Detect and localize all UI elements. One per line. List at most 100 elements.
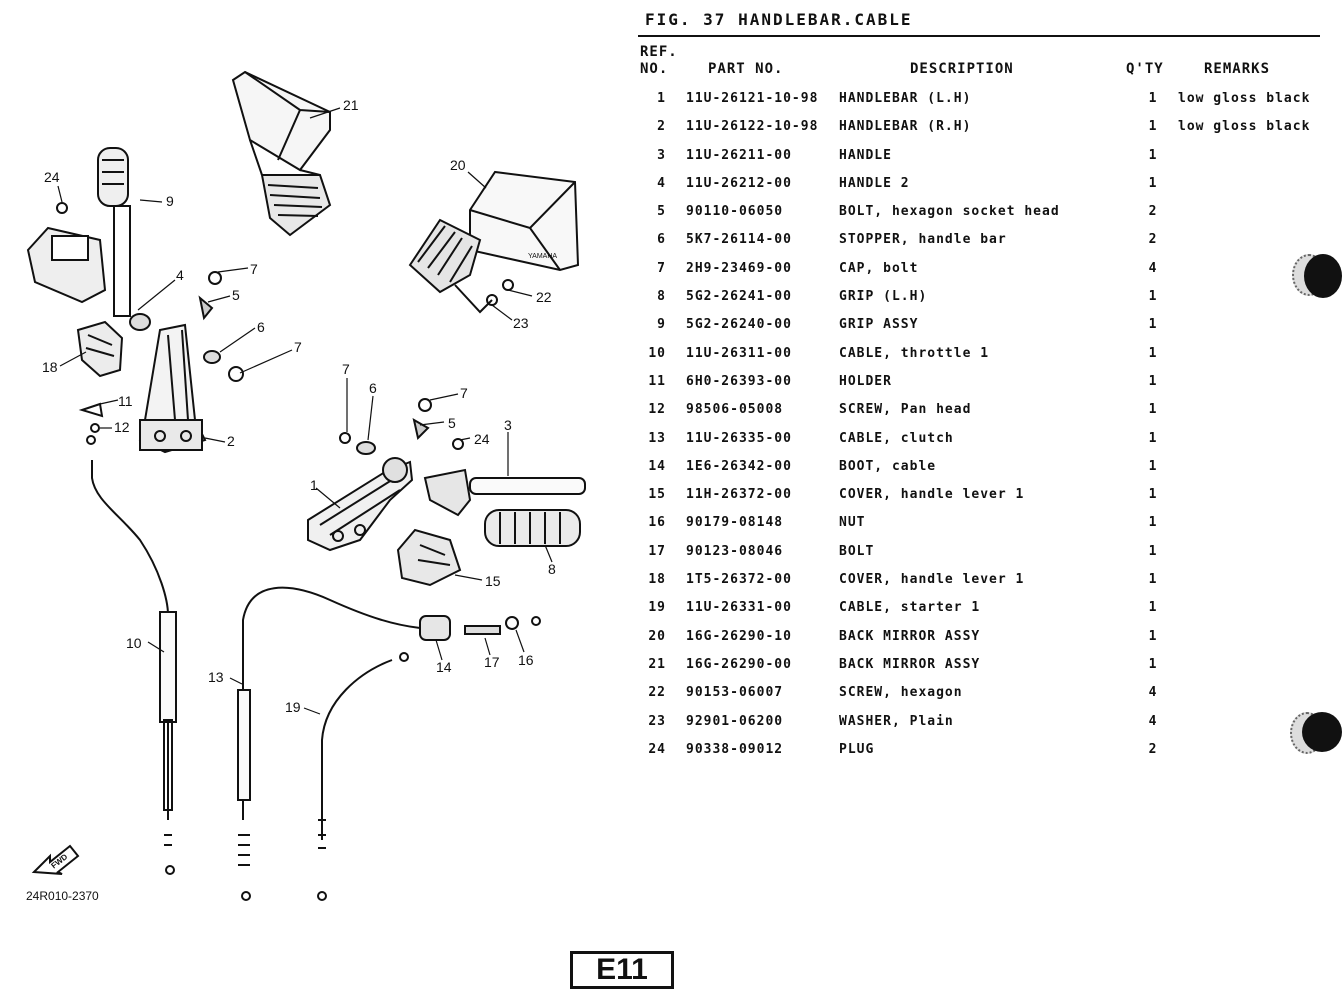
ref-no: 7	[657, 260, 666, 276]
description: COVER, handle lever 1	[839, 572, 1025, 588]
grip-assy-9-drawing	[97, 147, 151, 331]
ref-no: 5	[657, 204, 666, 220]
qty: 1	[1148, 515, 1158, 531]
fwd-arrow-icon	[31, 844, 80, 875]
ref-no: 23	[648, 713, 666, 729]
header-ref-line1: REF.	[640, 44, 678, 60]
part-no: 90153-06007	[686, 685, 784, 701]
part-no: 11U-26331-00	[686, 600, 792, 616]
callout-1: 1	[310, 477, 318, 493]
callout-7c: 7	[342, 361, 350, 377]
description: PLUG	[839, 741, 875, 757]
ref-no: 24	[648, 741, 666, 757]
description: CAP, bolt	[839, 260, 919, 276]
qty: 1	[1148, 91, 1158, 106]
callout-23: 23	[513, 315, 529, 331]
cover-18-drawing	[76, 320, 124, 378]
part-no: 5G2-26241-00	[686, 289, 792, 305]
table-row: 19 11U-26331-00 CABLE, starter 1 1	[0, 600, 1342, 628]
callout-14: 14	[436, 659, 452, 675]
callout-5b: 5	[448, 415, 456, 431]
ref-no: 13	[648, 430, 666, 446]
part-no: 5G2-26240-00	[686, 317, 792, 333]
remarks: low gloss black	[1178, 91, 1311, 106]
part-no: 11U-26122-10-98	[686, 119, 819, 135]
qty: 1	[1148, 600, 1158, 616]
switch-housing-drawing	[26, 202, 107, 304]
cover-15-drawing	[396, 528, 462, 587]
qty: 4	[1148, 260, 1158, 276]
description: HANDLEBAR (R.H)	[839, 119, 972, 135]
cable-19-drawing	[241, 652, 409, 901]
part-no: 1E6-26342-00	[686, 458, 792, 474]
description: SCREW, Pan head	[839, 402, 972, 418]
callout-4: 4	[176, 267, 184, 283]
callout-19: 19	[285, 699, 301, 715]
table-row: 14 1E6-26342-00 BOOT, cable 1	[0, 459, 1342, 487]
ref-no: 17	[648, 543, 666, 559]
part-no: 16G-26290-10	[686, 628, 792, 644]
qty: 1	[1148, 345, 1158, 361]
description: STOPPER, handle bar	[839, 232, 1007, 248]
qty: 4	[1148, 685, 1158, 701]
qty: 1	[1148, 656, 1158, 672]
qty: 1	[1148, 175, 1158, 191]
part-no: 98506-05008	[686, 402, 784, 418]
qty: 2	[1148, 741, 1158, 757]
ref-no: 2	[657, 119, 666, 135]
description: SCREW, hexagon	[839, 685, 963, 701]
callout-18: 18	[42, 359, 58, 375]
binder-hole	[1304, 254, 1342, 298]
handlebar-1-drawing	[307, 457, 414, 552]
callout-3: 3	[504, 417, 512, 433]
qty: 1	[1148, 119, 1158, 135]
part-no: 11U-26211-00	[686, 147, 792, 163]
mirror-21-drawing	[231, 70, 332, 237]
description: CABLE, starter 1	[839, 600, 981, 616]
ref-no: 1	[657, 91, 666, 106]
qty: 2	[1148, 232, 1158, 248]
ref-no: 9	[657, 317, 666, 333]
callout-21: 21	[343, 97, 359, 113]
callout-7a: 7	[250, 261, 258, 277]
ref-no: 8	[657, 289, 666, 305]
qty: 1	[1148, 572, 1158, 588]
part-no: 11U-26121-10-98	[686, 91, 819, 106]
part-no: 90338-09012	[686, 741, 784, 757]
part-no: 6H0-26393-00	[686, 373, 792, 389]
description: BOOT, cable	[839, 458, 937, 474]
callout-24b: 24	[474, 431, 490, 447]
ref-no: 19	[648, 600, 666, 616]
qty: 1	[1148, 317, 1158, 333]
qty: 1	[1148, 543, 1158, 559]
part-no: 92901-06200	[686, 713, 784, 729]
header-description: DESCRIPTION	[910, 61, 1014, 77]
description: BOLT, hexagon socket head	[839, 204, 1060, 220]
cable-13-drawing	[237, 586, 541, 866]
ref-no: 14	[648, 458, 666, 474]
qty: 1	[1148, 458, 1158, 474]
ref-no: 21	[648, 656, 666, 672]
description: HOLDER	[839, 373, 892, 389]
qty: 1	[1148, 430, 1158, 446]
qty: 1	[1148, 147, 1158, 163]
header-qty: Q'TY	[1126, 61, 1164, 77]
callout-17: 17	[484, 654, 500, 670]
description: BACK MIRROR ASSY	[839, 656, 981, 672]
title-rule	[638, 35, 1320, 37]
ref-no: 12	[648, 402, 666, 418]
part-no: 90110-06050	[686, 204, 784, 220]
part-no: 16G-26290-00	[686, 656, 792, 672]
ref-no: 4	[657, 175, 666, 191]
ref-no: 15	[648, 487, 666, 503]
